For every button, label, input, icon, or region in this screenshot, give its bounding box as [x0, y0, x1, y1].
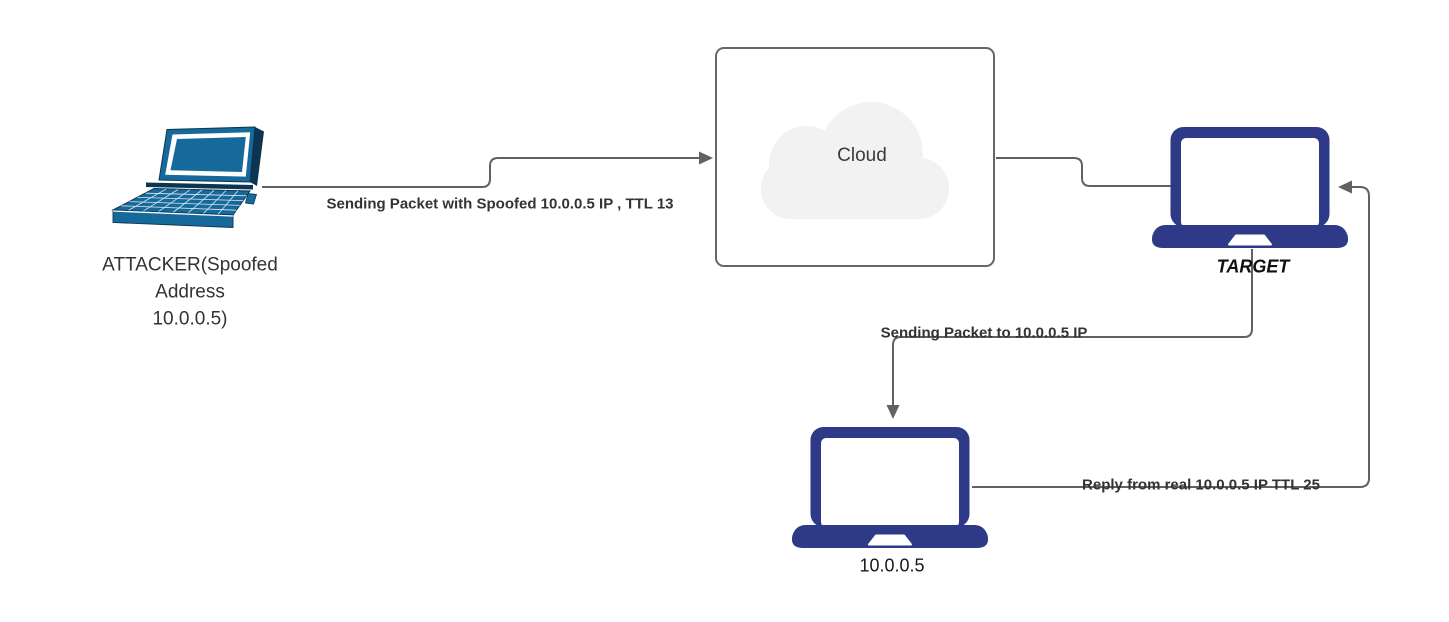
edge-label-sending-packet: Sending Packet to 10.0.0.5 IP	[880, 324, 1088, 342]
edge-label-reply: Reply from real 10.0.0.5 IP TTL 25	[1082, 476, 1320, 494]
connector-attacker-to-cloud	[262, 157, 699, 188]
arrowhead-into-target	[1338, 180, 1352, 194]
edge-label-spoofed-packet: Sending Packet with Spoofed 10.0.0.5 IP …	[326, 195, 674, 213]
target-label: TARGET	[1216, 256, 1290, 277]
connector-target-to-realhost	[892, 249, 1253, 405]
realhost-laptop-icon	[792, 427, 990, 549]
cloud-label: Cloud	[837, 145, 887, 166]
cloud-icon	[761, 102, 949, 219]
realhost-label: 10.0.0.5	[859, 555, 925, 576]
arrowhead-into-realhost	[886, 405, 900, 419]
cloud-box: Cloud	[715, 47, 995, 267]
target-laptop-icon	[1152, 127, 1350, 249]
attacker-label: ATTACKER(Spoofed Address 10.0.0.5)	[102, 254, 278, 330]
attacker-laptop-icon	[111, 126, 264, 228]
arrowhead-into-cloud	[699, 151, 713, 165]
connector-realhost-to-target	[972, 186, 1370, 488]
connector-cloud-to-target	[996, 157, 1171, 187]
